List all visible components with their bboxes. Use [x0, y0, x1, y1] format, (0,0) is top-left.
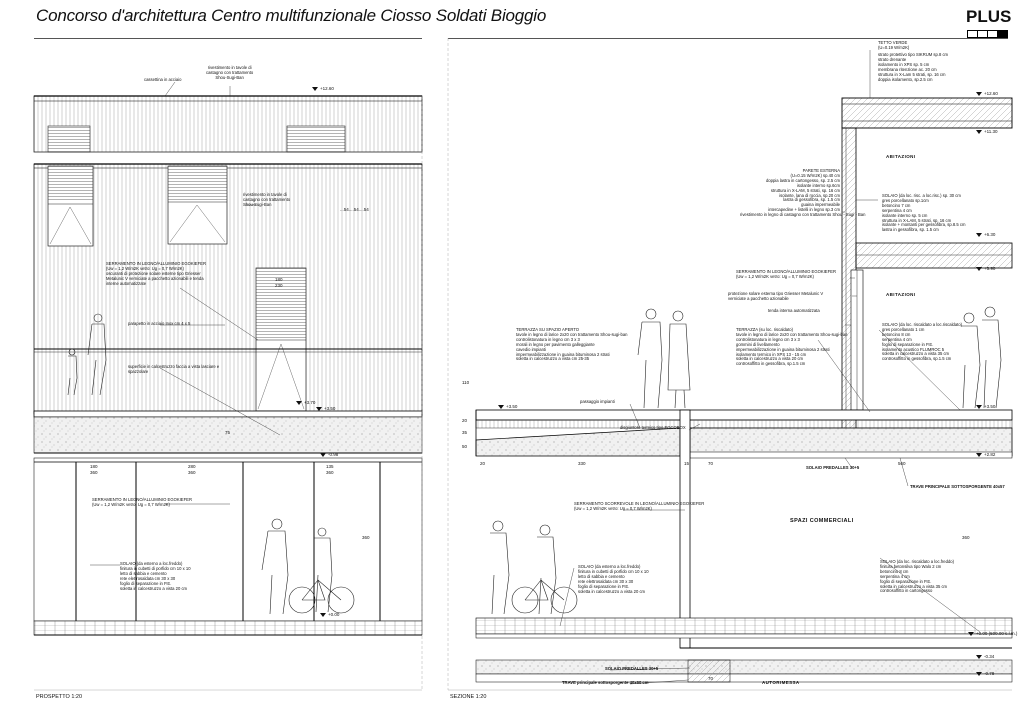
- dim-w1a: 180: [90, 464, 98, 469]
- level-base: +0.00: [320, 612, 339, 617]
- level-floor-2: +6.30: [976, 232, 995, 237]
- dim-20: 20: [480, 461, 486, 466]
- human-figures-balcony: [67, 313, 107, 396]
- label-solaio-predalles-bot: SOLAIO PREDALLES 30+5: [605, 666, 659, 671]
- dim-w3b: 360: [326, 470, 334, 475]
- label-solaio-mid: SOLAIO (da loc. riscaldato a loc.riscald…: [882, 322, 963, 362]
- label-serramento-section: SERRAMENTO IN LEGNO/ALLUMINIO EGOKIEFER …: [736, 269, 836, 279]
- label-superficie: superficie in calcestruzzo faccia a vist…: [128, 364, 220, 374]
- human-figures-ground: [261, 518, 355, 615]
- label-trave-bot: TRAVE principale sottosporgente 40x60 cm: [562, 680, 649, 685]
- dim-side-2: 35: [462, 430, 468, 435]
- level-terrace-right: +3.50: [976, 404, 995, 409]
- level-ground-elev: +3.50: [316, 406, 335, 411]
- sheet-title: Concorso d'architettura Centro multifunz…: [36, 6, 547, 25]
- label-tetto: TETTO VERDE (U=0.19 W/m2K): [878, 40, 910, 50]
- dim-vert-a: 75: [225, 430, 231, 435]
- label-trave-top: TRAVE PRINCIPALE SOTTOSPORGENTE 40x57: [910, 484, 1005, 489]
- level-minus-2: -0.78: [976, 671, 994, 676]
- label-solaio-predalles-top: SOLAIO PREDALLES 30+5: [806, 465, 860, 470]
- label-parapetto: parapetto in acciaio Inox cm 4 x 5: [128, 321, 191, 326]
- label-terrazza-aperto: TERRAZZA SU SPAZIO APERTO tavole in legn…: [516, 327, 628, 362]
- dim-side-1: 20: [462, 418, 468, 423]
- dim-w2a: 280: [188, 464, 196, 469]
- label-tetto-layers: strato protettivo tipo SIKRUM sp.8 cm st…: [878, 52, 949, 82]
- label-serramento-top: SERRAMENTO IN LEGNO/ALLUMINIO EGOKIEFER …: [106, 261, 206, 286]
- dim-560: 560: [898, 461, 906, 466]
- window-left: [47, 165, 94, 247]
- dim-w2b: 360: [188, 470, 196, 475]
- level-floor-2b: +5.90: [976, 266, 995, 271]
- brand-logo: PLUS: [966, 7, 1012, 26]
- label-terrazza-freddo: TERRAZZA (su loc. riscaldato) tavole in …: [736, 327, 848, 367]
- dim-h360: 360: [962, 535, 970, 540]
- dim-70: 70: [708, 461, 714, 466]
- label-solaio-elevation: SOLAIO (da esterno a loc.freddo) finitur…: [120, 561, 191, 591]
- label-disgiuntore: disgiuntore termico tipo EGCOBOX: [620, 425, 686, 430]
- label-parete: PARETE ESTERNA (U=0.15 W/m2K) sp.40 cm d…: [740, 168, 866, 218]
- room-abitazioni-mid: ABITAZIONI: [886, 292, 916, 297]
- door-elevation: [255, 267, 307, 412]
- label-solaio-loc: SOLAIO (da loc. riscaldato a loc.freddo)…: [880, 559, 955, 594]
- title-rule-right: [448, 38, 1008, 39]
- level-terrace: +3.50: [498, 404, 517, 409]
- elevation-label: PROSPETTO 1:20: [36, 694, 83, 700]
- dim-side-3: 50: [462, 444, 468, 449]
- dim-70b: 70: [708, 676, 714, 681]
- dim-band: ...54....54....54: [340, 207, 369, 212]
- human-figures-terrace: [637, 306, 1002, 409]
- label-solaio-esterno: SOLAIO (da esterno a loc.freddo) finitur…: [578, 564, 649, 594]
- dim-w1b: 360: [90, 470, 98, 475]
- dim-h1: 360: [362, 535, 370, 540]
- room-autorimessa: AUTORIMESSA: [762, 680, 800, 685]
- dim-330: 330: [578, 461, 586, 466]
- brand-scale-icon: [967, 30, 1008, 38]
- dim-w3a: 135: [326, 464, 334, 469]
- dim-door-a: 180: [275, 277, 283, 282]
- label-passaggio: passaggio impianti: [580, 399, 615, 404]
- level-under: +2.82: [976, 452, 995, 457]
- label-rivestimento-top: rivestimento in tavole di castagno con t…: [206, 65, 254, 80]
- label-lamiera: cassettina in acciaio: [144, 77, 182, 82]
- level-roof: +12.60: [976, 91, 998, 96]
- section-drawing: [447, 38, 1013, 691]
- label-serramento-scorr: SERRAMENTO SCORREVOLE IN LEGNO/ALLUMINIO…: [574, 501, 705, 511]
- label-serramento-bottom: SERRAMENTO IN LEGNO/ALLUMINIO EGOKIEFER …: [92, 497, 192, 507]
- level-roof-2: +11.30: [976, 129, 998, 134]
- window-center: [167, 165, 228, 245]
- level-lower: -0.98: [320, 452, 338, 457]
- dim-h110: 110: [462, 380, 470, 385]
- room-abitazioni-top: ABITAZIONI: [886, 154, 916, 159]
- section-label: SEZIONE 1:20: [450, 694, 487, 700]
- label-tenda: tenda interna automatizzata: [768, 308, 820, 313]
- dim-15: 15: [684, 461, 690, 466]
- elevation-drawing: [33, 95, 423, 691]
- label-solaio-top: SOLAIO (da loc. risc. a loc.risc.) sp. 3…: [882, 193, 966, 233]
- level-ground-section: +0.00 (500.00 s.l.m.): [968, 631, 1017, 636]
- human-figures-commercial: [490, 520, 578, 615]
- level-minus: -0.34: [976, 654, 994, 659]
- label-protezione: protezione solare esterna tipo Griesser …: [728, 291, 824, 301]
- dim-door-b: 230: [275, 283, 283, 288]
- title-rule: [34, 38, 422, 39]
- room-spazi-commerciali: SPAZI COMMERCIALI: [790, 518, 854, 524]
- level-balcony: +3.70: [296, 400, 315, 405]
- label-rivestimento-mid: rivestimento in tavole di castagno con t…: [243, 192, 291, 207]
- level-top: +12.60: [312, 86, 334, 91]
